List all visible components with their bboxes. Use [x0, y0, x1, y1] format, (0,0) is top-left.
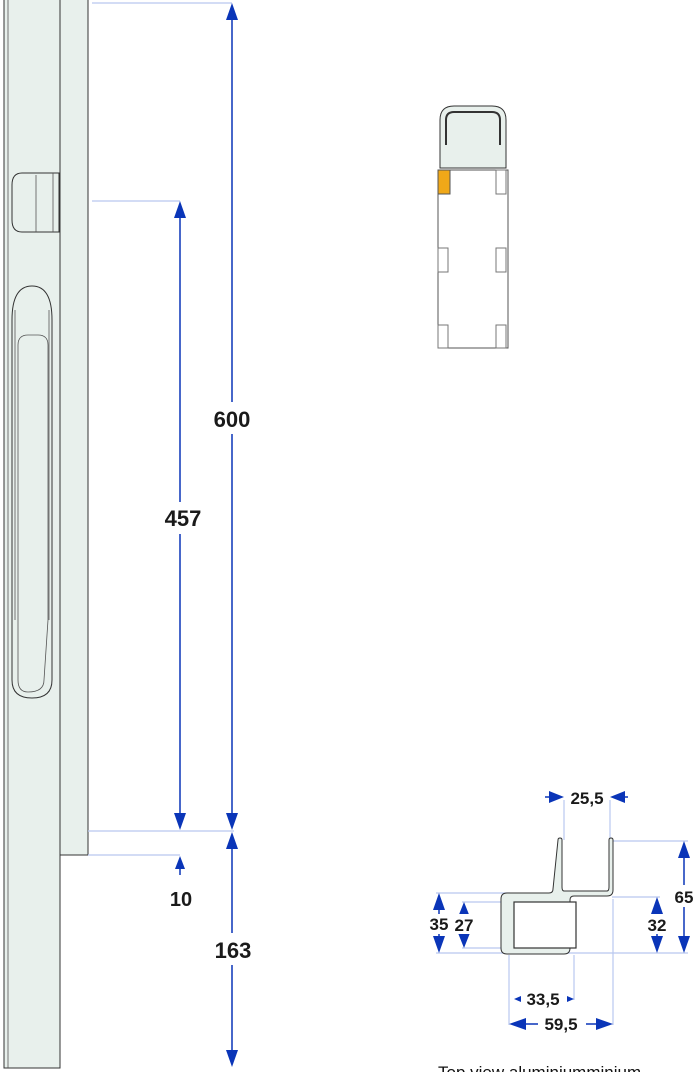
dimension-label-457: 457: [165, 506, 202, 531]
door-position-highlight: [437, 169, 451, 195]
profile-label-65: 65: [675, 888, 694, 907]
profile-caption: Top view aluminiumminium: [438, 1063, 641, 1072]
dimension-457: 457: [155, 201, 209, 830]
extension-lines: [88, 2, 234, 856]
dimension-163: 163: [205, 832, 259, 1067]
dimension-label-10: 10: [170, 889, 192, 911]
handle: [11, 285, 53, 699]
profile-label-59-5: 59,5: [544, 1015, 577, 1034]
profile-label-33-5: 33,5: [526, 990, 559, 1009]
latch: [11, 172, 60, 233]
profile-label-25-5: 25,5: [570, 789, 603, 808]
dimension-10: 10: [170, 856, 192, 911]
profile-label-32: 32: [648, 916, 667, 935]
vehicle-top-view: [437, 105, 509, 349]
profile-section: 25,5 65 35 27 32 33,5 59,5: [426, 789, 700, 1034]
side-view-frame: [3, 0, 89, 1069]
dimension-600: 600: [205, 3, 259, 830]
profile-label-27: 27: [455, 916, 474, 935]
profile-label-35: 35: [430, 915, 449, 934]
dimension-label-163: 163: [215, 938, 252, 963]
dimension-label-600: 600: [214, 407, 251, 432]
